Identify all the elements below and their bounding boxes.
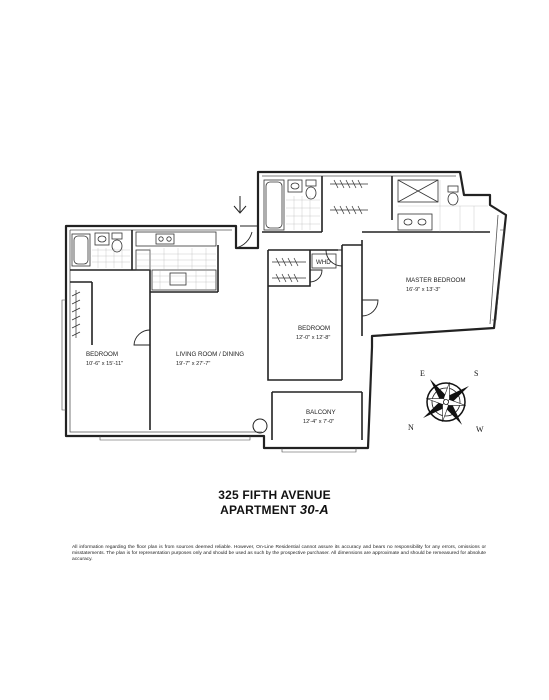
shower [397,179,439,203]
upper-counter [135,231,217,247]
bedroom-left-name: BEDROOM [86,351,118,358]
upper-closet-shelving [330,179,368,215]
compass-s: S [474,369,478,378]
living-room-name: LIVING ROOM / DINING [176,351,244,358]
living-room-dims: 19'-7" x 27'-7" [176,361,210,367]
toilet-master [447,192,459,206]
toilet-tank [111,232,123,240]
sink [94,232,110,246]
compass-rose-icon [423,379,469,425]
interior-walls [70,176,490,440]
master-bedroom-dims: 16'-9" x 13'-3" [406,287,440,293]
toilet [111,239,123,253]
master-bathroom-tile [398,180,488,232]
toilet-upper [305,186,317,200]
entry-door [235,226,253,249]
master-bedroom-name: MASTER BEDROOM [406,277,465,284]
middle-closet-shelving [272,257,306,283]
bathtub-upper [263,179,285,231]
double-vanity [397,213,433,231]
upper-bathroom-fixtures [263,179,317,231]
whd-label: WHD [316,259,331,266]
lower-counter [151,269,217,291]
compass-e: E [420,369,425,378]
outer-wall [64,170,508,450]
compass-n: N [408,423,414,432]
bathtub [71,233,91,267]
left-closet-shelving [71,290,81,338]
apartment-prefix: APARTMENT [220,503,297,517]
sink-upper [287,179,303,193]
bedroom-left-door [133,329,151,346]
balcony-dims: 12'-4" x 7'-0" [303,419,334,425]
stove [169,272,187,286]
building-address: 325 FIFTH AVENUE [218,488,331,502]
windows [61,229,505,453]
upper-bathroom-tile [286,196,320,230]
apartment-unit: 30-A [299,502,329,517]
bedroom-middle-door [325,249,343,267]
apartment-title: APARTMENT 30-A [0,502,549,517]
inner-wall-lines [69,175,499,433]
kitchen-tile [136,248,216,290]
whd-closet [311,253,337,269]
bedroom-middle-dims: 12'-0" x 12'-8" [296,335,330,341]
column [252,418,268,434]
balcony-name: BALCONY [306,409,336,416]
compass-w: W [476,425,484,434]
kitchen-fixtures [135,231,217,291]
master-bathroom-fixtures [397,179,459,231]
left-bathroom-fixtures [71,232,123,267]
bedroom-left-dims: 10'-6" x 15'-11" [86,361,123,367]
entry-arrow-icon [233,196,247,214]
exterior-walls [64,170,508,450]
master-door [361,299,379,317]
bedroom-middle-name: BEDROOM [298,325,330,332]
disclaimer-text: All information regarding the floor plan… [72,545,486,562]
left-bathroom-tile [92,248,130,268]
door-swings [133,225,379,346]
